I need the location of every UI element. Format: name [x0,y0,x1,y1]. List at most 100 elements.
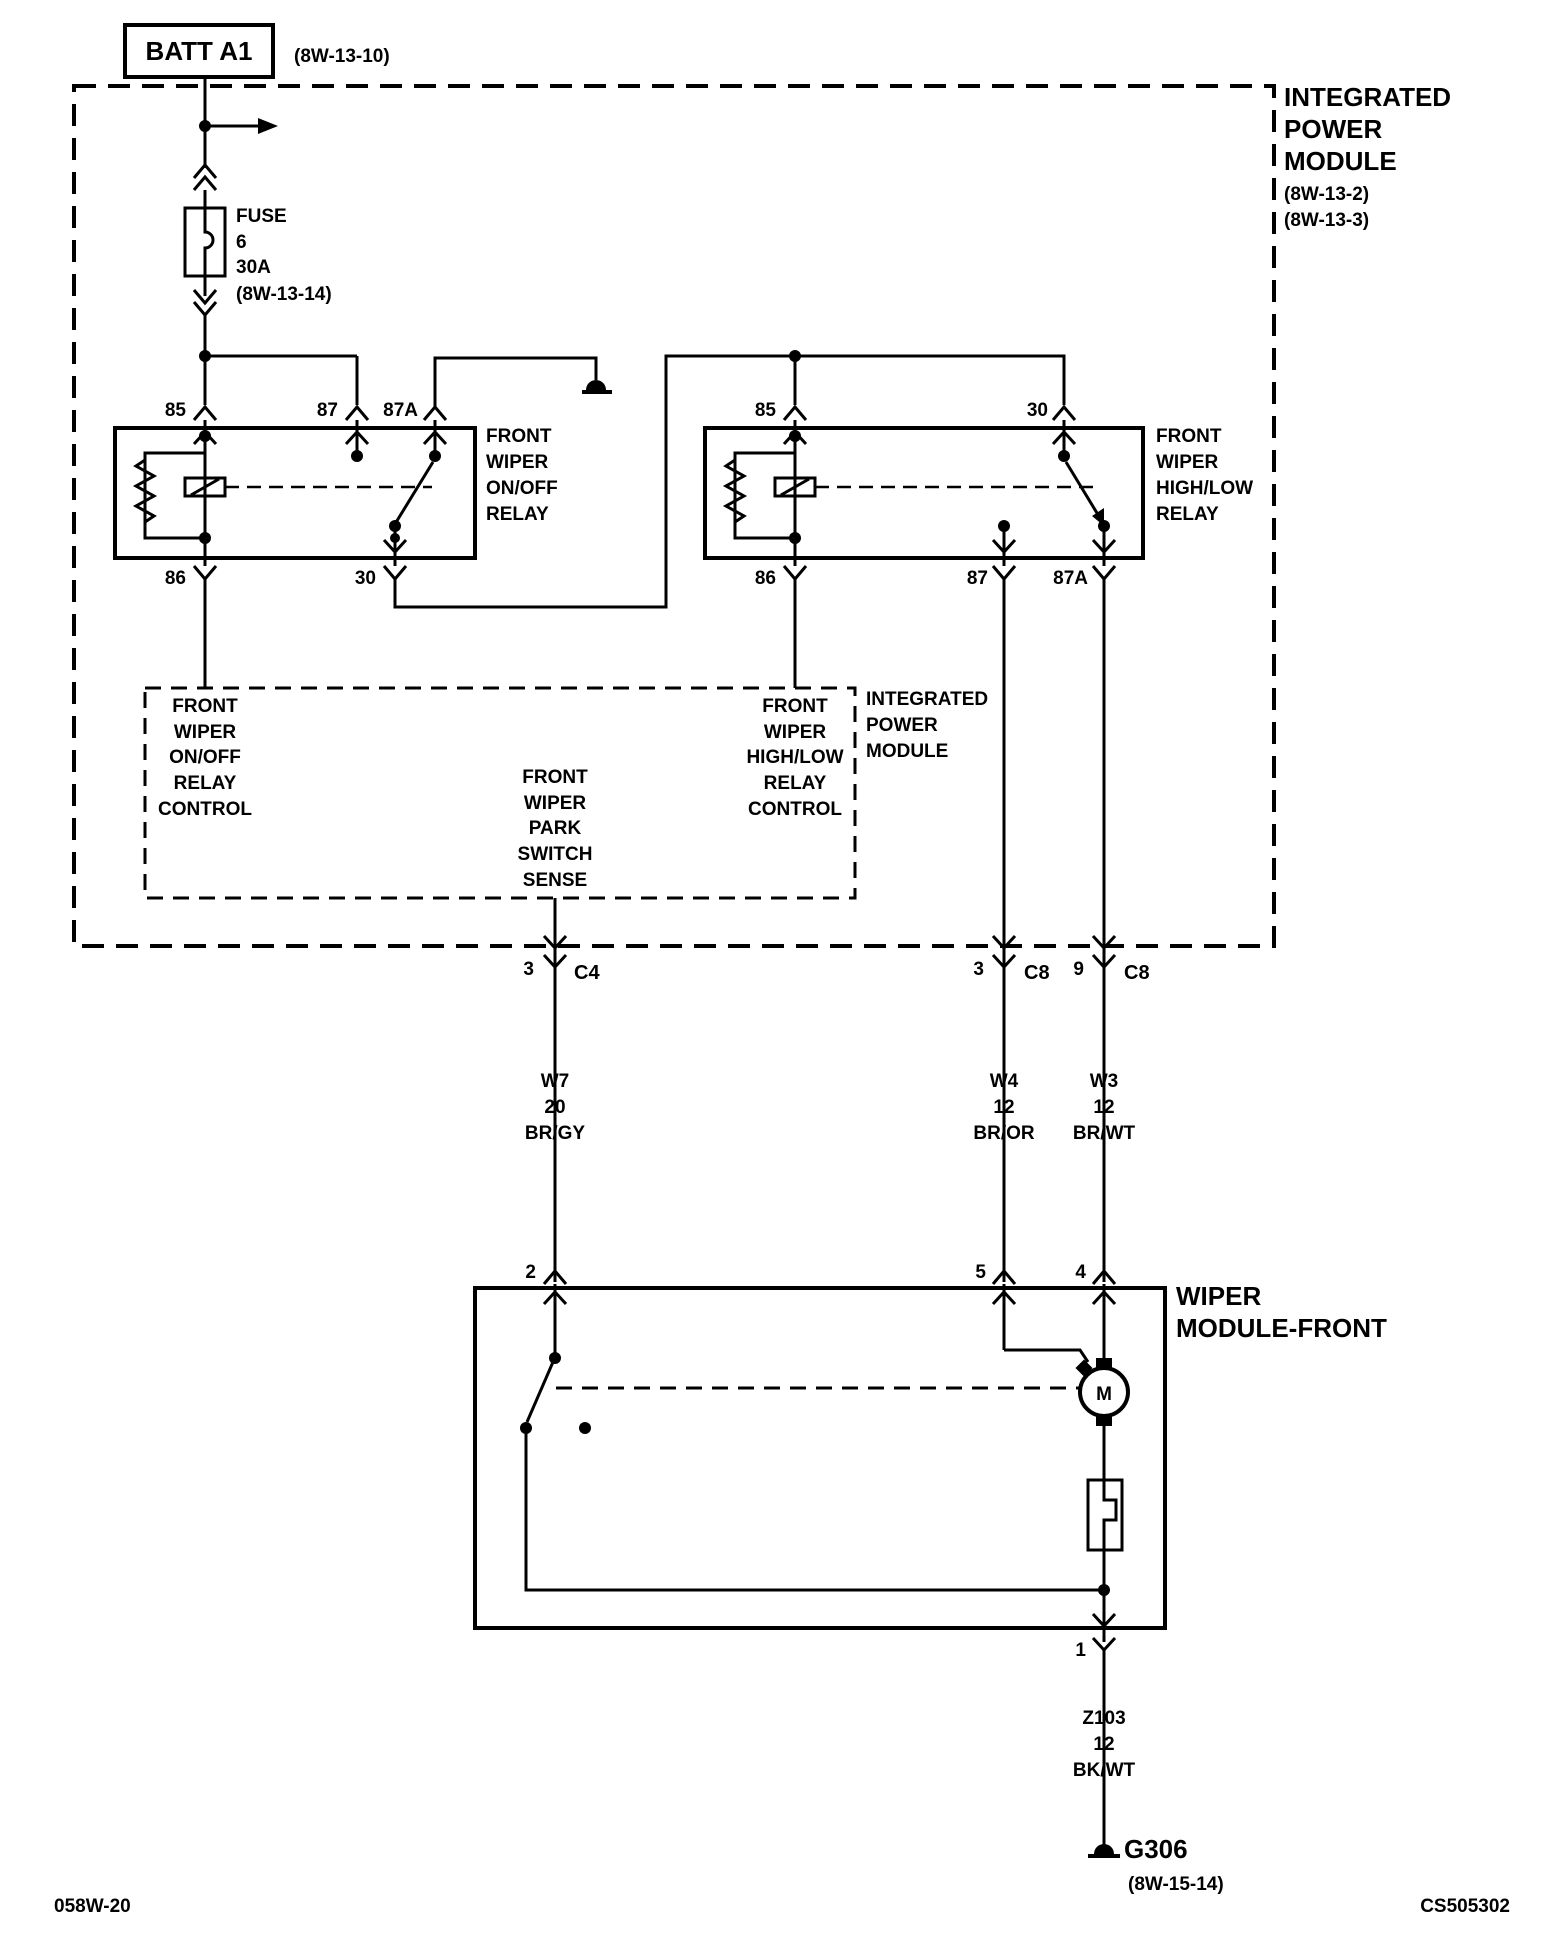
svg-text:WIPER: WIPER [524,793,587,814]
battery-name: BATT A1 [146,36,253,66]
svg-text:BR/OR: BR/OR [973,1123,1035,1144]
wire-z103: Z103 12 BK/WT [1073,1650,1136,1852]
svg-text:RELAY: RELAY [174,773,237,794]
svg-text:G306: G306 [1124,1834,1188,1864]
svg-text:87A: 87A [383,400,418,421]
svg-text:20: 20 [544,1097,565,1118]
svg-text:CONTROL: CONTROL [158,799,252,820]
resistor-icon [132,458,158,524]
svg-text:6: 6 [236,232,247,253]
wire-w3: W3 12 BR/WT [1073,579,1136,1282]
ipm-outer-label: INTEGRATED POWER MODULE (8W-13-2) (8W-13… [1284,82,1451,231]
svg-text:FRONT: FRONT [172,696,238,717]
ground-icon [1094,1844,1114,1854]
fuse-output [192,276,359,405]
svg-text:POWER: POWER [1284,114,1382,144]
svg-text:SENSE: SENSE [523,870,587,891]
ground-g306: G306 (8W-15-14) [1088,1834,1224,1895]
svg-text:WIPER: WIPER [764,722,827,743]
relay-onoff: 85 87 87A 86 30 FRONT WIPE [113,400,558,589]
svg-text:4: 4 [1075,1262,1086,1283]
fuse: FUSE 6 30A (8W-13-14) [183,190,332,305]
svg-text:RELAY: RELAY [764,773,827,794]
svg-text:2: 2 [525,1262,536,1283]
svg-text:(8W-13-14): (8W-13-14) [236,284,332,305]
ipm-inner-box: INTEGRATED POWER MODULE FRONT WIPER ON/O… [143,686,988,900]
connector-c4: 3 C4 [523,959,600,984]
svg-text:MODULE: MODULE [866,741,948,762]
svg-text:1: 1 [1075,1640,1086,1661]
svg-text:85: 85 [165,400,187,421]
svg-text:W4: W4 [990,1071,1019,1092]
svg-text:FRONT: FRONT [762,696,828,717]
fuse-element-icon [203,208,215,276]
svg-text:(8W-13-3): (8W-13-3) [1284,210,1369,231]
svg-text:3: 3 [973,959,984,980]
svg-text:CONTROL: CONTROL [748,799,842,820]
battery-block: BATT A1 (8W-13-10) [123,23,390,79]
wire-w7: W7 20 BR/GY [525,898,586,1282]
onoff-30-to-hilo [393,350,1066,609]
svg-text:HIGH/LOW: HIGH/LOW [746,747,843,768]
arrow-right-icon [258,118,278,134]
svg-text:WIPER: WIPER [1176,1281,1261,1311]
svg-text:RELAY: RELAY [486,504,549,525]
svg-text:BR/WT: BR/WT [1073,1123,1136,1144]
svg-text:86: 86 [755,568,776,589]
svg-text:12: 12 [1093,1097,1114,1118]
svg-text:12: 12 [993,1097,1014,1118]
svg-text:9: 9 [1073,959,1084,980]
svg-text:87A: 87A [1053,568,1088,589]
svg-text:BR/GY: BR/GY [525,1123,586,1144]
connector-c8-pin9: 9 C8 [1073,959,1149,984]
svg-text:WIPER: WIPER [486,452,549,473]
svg-text:INTEGRATED: INTEGRATED [1284,82,1451,112]
svg-text:FUSE: FUSE [236,206,287,227]
svg-text:ON/OFF: ON/OFF [486,478,558,499]
svg-text:3: 3 [523,959,534,980]
svg-text:FRONT: FRONT [1156,426,1222,447]
ground-icon [586,380,606,390]
svg-text:FRONT: FRONT [522,767,588,788]
svg-text:HIGH/LOW: HIGH/LOW [1156,478,1253,499]
circuit-breaker-icon [1086,1478,1124,1552]
svg-text:87: 87 [317,400,338,421]
svg-text:SWITCH: SWITCH [518,844,593,865]
svg-text:INTEGRATED: INTEGRATED [866,689,988,710]
figure-code-right: CS505302 [1420,1896,1510,1917]
motor-icon: M [1075,1358,1130,1426]
svg-text:M: M [1096,1384,1112,1405]
svg-text:W3: W3 [1090,1071,1119,1092]
relay-hilo: 85 30 86 87 87A FRONT WIPER HIGH/LOW [703,400,1253,589]
battery-ref: (8W-13-10) [294,46,390,67]
connector-c8-pin3: 3 C8 [973,959,1049,984]
wiper-module: WIPER MODULE-FRONT 2 5 4 1 [473,1262,1387,1661]
resistor-icon [722,458,748,524]
svg-text:C4: C4 [574,962,600,984]
svg-text:ON/OFF: ON/OFF [169,747,241,768]
svg-text:C8: C8 [1024,962,1050,984]
svg-text:30: 30 [1027,400,1048,421]
relay-switch-arm [1064,461,1102,519]
battery-feed [192,77,278,191]
svg-text:WIPER: WIPER [1156,452,1219,473]
svg-text:W7: W7 [541,1071,570,1092]
svg-text:30A: 30A [236,257,271,278]
svg-text:12: 12 [1093,1734,1114,1755]
svg-text:RELAY: RELAY [1156,504,1219,525]
svg-text:86: 86 [165,568,186,589]
svg-text:Z103: Z103 [1082,1708,1125,1729]
wire-w4: W4 12 BR/OR [973,579,1035,1282]
svg-text:85: 85 [755,400,777,421]
relay-switch-arm [393,461,435,525]
svg-text:FRONT: FRONT [486,426,552,447]
svg-text:POWER: POWER [866,715,938,736]
figure-code-left: 058W-20 [54,1896,131,1917]
svg-text:(8W-15-14): (8W-15-14) [1128,1874,1224,1895]
onoff-87a-ground [433,356,612,407]
ipm-outer-border [72,84,1276,948]
svg-text:PARK: PARK [529,818,582,839]
svg-text:(8W-13-2): (8W-13-2) [1284,184,1369,205]
park-switch-arm [525,1361,555,1423]
